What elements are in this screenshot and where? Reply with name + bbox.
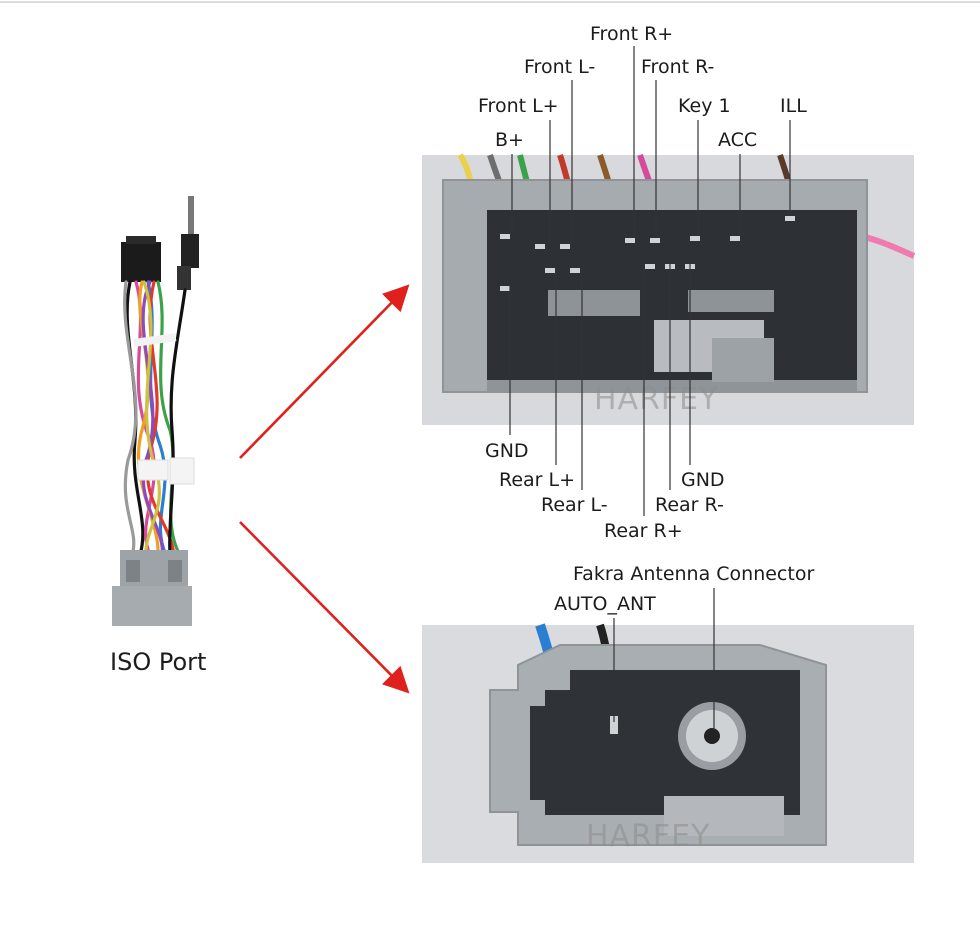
antenna-connector-image	[422, 623, 914, 863]
pin-label-acc: ACC	[718, 129, 757, 151]
iso-port-label: ISO Port	[110, 648, 206, 676]
antenna-leader-lines	[613, 588, 715, 730]
pin-label-rear-r-plus: Rear R+	[604, 520, 683, 542]
main-connector-watermark: HARFEY	[594, 382, 718, 417]
main-connector-leader-lines	[509, 46, 791, 516]
pin-label-gnd-left: GND	[485, 440, 529, 462]
pin-label-gnd-right: GND	[681, 469, 725, 491]
arrow-to-antenna-connector	[239, 521, 410, 694]
pin-label-key-1: Key 1	[678, 95, 731, 117]
arrow-to-main-connector	[239, 284, 410, 459]
pin-label-ill: ILL	[780, 95, 807, 117]
pin-label-front-l-plus: Front L+	[478, 95, 559, 117]
pin-label-front-l-minus: Front L-	[524, 56, 595, 78]
pin-label-rear-l-minus: Rear L-	[541, 494, 608, 516]
antenna-connector-watermark: HARFEY	[586, 819, 710, 854]
label-auto-ant: AUTO_ANT	[554, 593, 656, 615]
main-connector-image	[422, 153, 916, 425]
label-fakra-antenna-connector: Fakra Antenna Connector	[573, 563, 814, 585]
pin-label-b-plus: B+	[495, 129, 524, 151]
pin-label-front-r-minus: Front R-	[641, 56, 714, 78]
pin-label-rear-r-minus: Rear R-	[655, 494, 724, 516]
pin-label-rear-l-plus: Rear L+	[499, 469, 575, 491]
pin-label-front-r-plus: Front R+	[590, 23, 673, 45]
iso-harness-image	[112, 196, 199, 626]
